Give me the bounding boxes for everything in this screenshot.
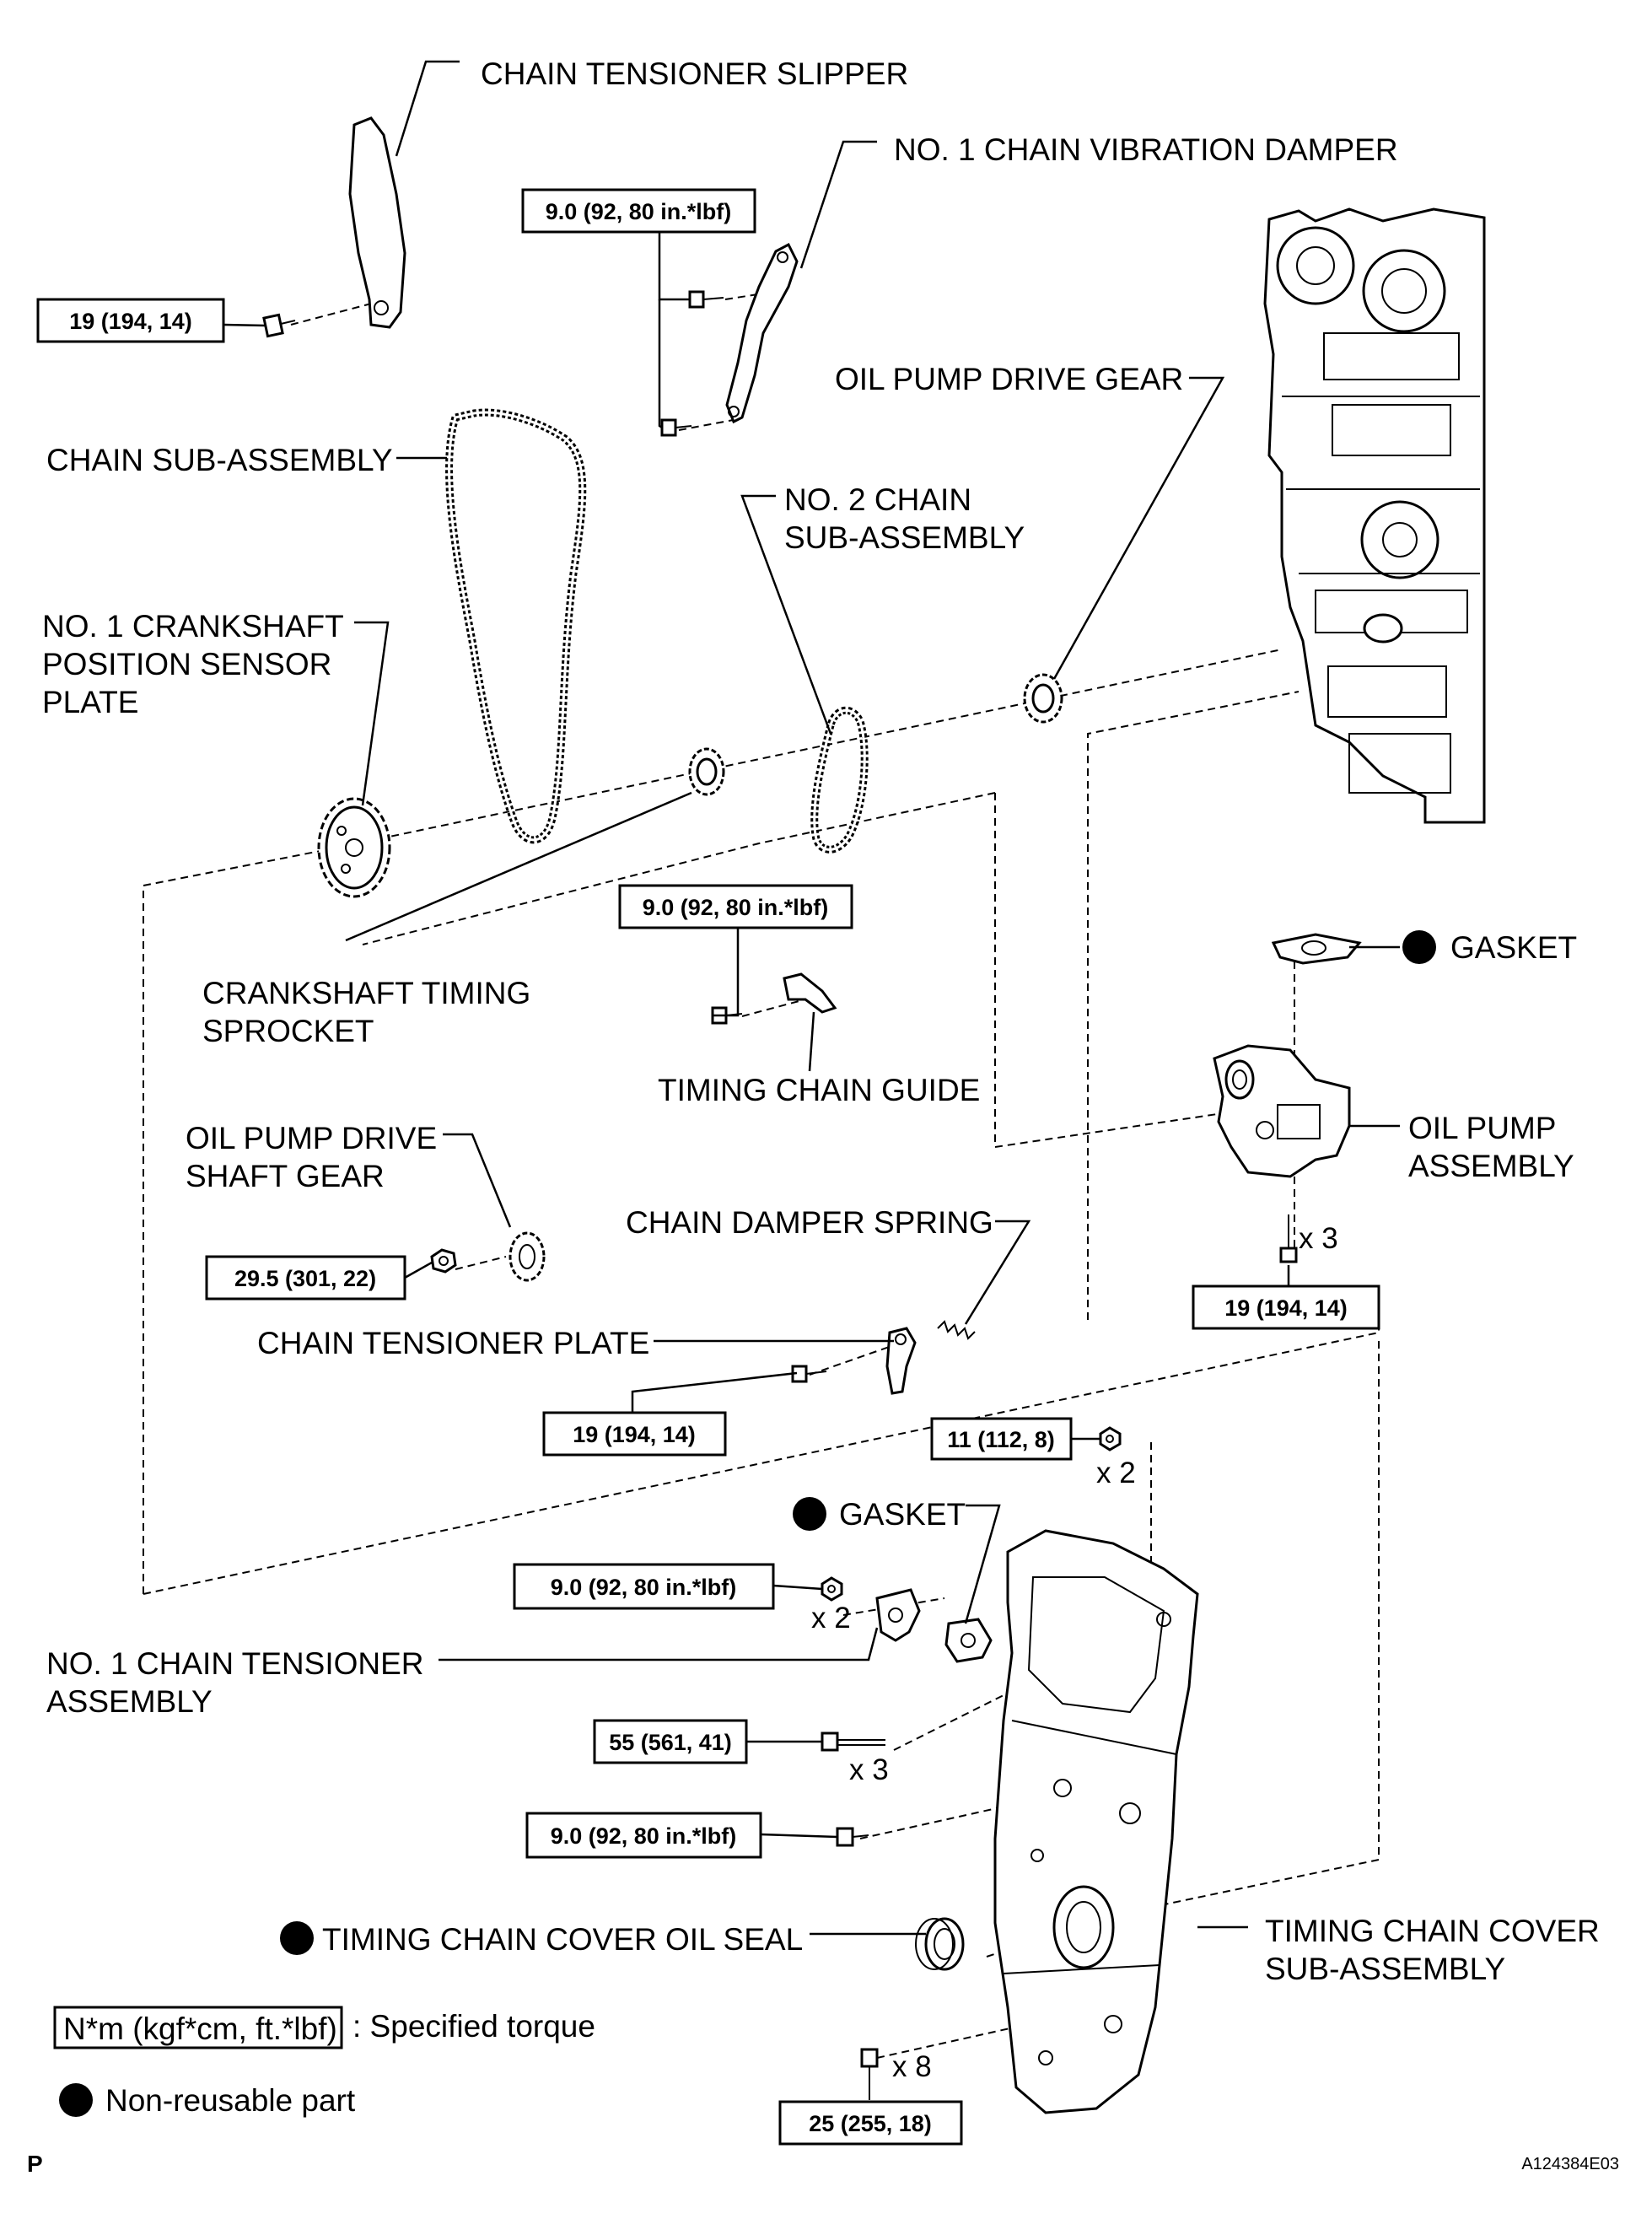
oil-pump-assembly — [1213, 1044, 1351, 1178]
label-crank-sensor-line2: POSITION SENSOR — [42, 647, 331, 681]
label-oil-pump-line2: ASSEMBLY — [1408, 1149, 1574, 1183]
torque-box-cover-nuts: 11 (112, 8) — [930, 1417, 1073, 1461]
nonreusable-marker-gasket-mid — [793, 1497, 826, 1531]
torque-box-damper: 9.0 (92, 80 in.*lbf) — [521, 188, 756, 234]
label-chain-sub-assembly: CHAIN SUB-ASSEMBLY — [46, 443, 393, 477]
label-oil-pump-line1: OIL PUMP — [1408, 1111, 1556, 1145]
label-chain-tensioner-plate: CHAIN TENSIONER PLATE — [257, 1326, 649, 1360]
label-oil-pump-drive-gear: OIL PUMP DRIVE GEAR — [835, 362, 1183, 396]
label-oil-seal: TIMING CHAIN COVER OIL SEAL — [322, 1922, 803, 1957]
label-no1-tensioner-line1: NO. 1 CHAIN TENSIONER — [46, 1646, 424, 1681]
torque-box-guide: 9.0 (92, 80 in.*lbf) — [618, 884, 853, 929]
svg-text:19 (194, 14): 19 (194, 14) — [573, 1422, 696, 1447]
label-crank-sensor-line1: NO. 1 CRANKSHAFT — [42, 609, 344, 644]
svg-text:19 (194, 14): 19 (194, 14) — [1224, 1295, 1348, 1321]
label-gasket-mid: GASKET — [839, 1497, 966, 1532]
torque-box-oil-pump: 19 (194, 14) — [1192, 1284, 1380, 1330]
qty-cover-bolts-25: x 8 — [892, 2050, 932, 2083]
chain-damper-spring — [937, 1320, 976, 1340]
oil-pump-bolt — [1279, 1214, 1298, 1263]
torque-box-cover-bolts-55: 55 (561, 41) — [593, 1719, 748, 1764]
label-crank-sprocket-line2: SPROCKET — [202, 1014, 374, 1048]
torque-box-slipper: 19 (194, 14) — [36, 298, 225, 343]
engine-block — [1263, 207, 1486, 824]
svg-text:9.0 (92, 80 in.*lbf): 9.0 (92, 80 in.*lbf) — [546, 199, 732, 224]
cover-bolt-55 — [821, 1731, 885, 1752]
label-crank-sensor-line3: PLATE — [42, 685, 138, 719]
chain-tensioner-slipper — [348, 116, 406, 329]
page-code: P — [27, 2151, 43, 2177]
svg-text:25 (255, 18): 25 (255, 18) — [809, 2111, 932, 2136]
no1-chain-tensioner-assembly — [875, 1588, 921, 1642]
legend-torque-unit: N*m (kgf*cm, ft.*lbf) — [63, 2012, 337, 2046]
svg-text:9.0 (92, 80 in.*lbf): 9.0 (92, 80 in.*lbf) — [643, 895, 829, 920]
label-no1-chain-vibration-damper: NO. 1 CHAIN VIBRATION DAMPER — [894, 132, 1398, 167]
legend-nonreusable: Non-reusable part — [59, 2083, 356, 2118]
label-crank-sprocket-line1: CRANKSHAFT TIMING — [202, 976, 530, 1010]
oil-pump-drive-gear — [1023, 673, 1063, 724]
svg-text:9.0 (92, 80 in.*lbf): 9.0 (92, 80 in.*lbf) — [551, 1575, 737, 1600]
chain-tensioner-plate — [791, 1327, 917, 1395]
label-no2-chain-line2: SUB-ASSEMBLY — [784, 520, 1025, 555]
shaft-gear-nut — [430, 1248, 457, 1274]
svg-text:19 (194, 14): 19 (194, 14) — [69, 309, 192, 334]
tensioner-nut — [821, 1576, 843, 1602]
timing-chain-cover-sub-assembly — [993, 1529, 1199, 2114]
torque-box-cover-bolt-9: 9.0 (92, 80 in.*lbf) — [525, 1812, 762, 1859]
label-cover-line2: SUB-ASSEMBLY — [1265, 1952, 1505, 1986]
timing-chain-cover-oil-seal — [915, 1917, 965, 1971]
nonreusable-marker-oil-seal — [280, 1921, 314, 1955]
label-cover-line1: TIMING CHAIN COVER — [1265, 1914, 1600, 1948]
label-chain-damper-spring: CHAIN DAMPER SPRING — [626, 1205, 993, 1240]
no2-chain-sub-assembly — [810, 707, 869, 854]
nonreusable-marker-legend — [59, 2083, 93, 2117]
figure-id: A124384E03 — [1521, 2155, 1619, 2173]
crankshaft-timing-sprocket — [688, 747, 725, 796]
torque-box-tensioner-nuts: 9.0 (92, 80 in.*lbf) — [513, 1563, 775, 1610]
qty-oil-pump-bolts: x 3 — [1299, 1222, 1338, 1255]
label-oil-pump-shaft-line1: OIL PUMP DRIVE — [186, 1121, 437, 1155]
legend-nonreusable-desc: Non-reusable part — [105, 2083, 356, 2118]
chain-sub-assembly — [445, 408, 587, 844]
oil-pump-gasket — [1271, 933, 1362, 965]
slipper-bolt — [262, 313, 296, 338]
torque-box-tensioner-plate: 19 (194, 14) — [542, 1411, 727, 1457]
legend-specified-torque: N*m (kgf*cm, ft.*lbf) : Specified torque — [53, 2006, 595, 2049]
tensioner-gasket — [944, 1618, 993, 1663]
leader-lines — [223, 60, 1400, 1936]
oil-pump-drive-shaft-gear — [509, 1231, 546, 1282]
label-chain-tensioner-slipper: CHAIN TENSIONER SLIPPER — [481, 57, 908, 91]
label-timing-chain-guide: TIMING CHAIN GUIDE — [658, 1073, 980, 1107]
svg-text:9.0 (92, 80 in.*lbf): 9.0 (92, 80 in.*lbf) — [551, 1823, 737, 1849]
nonreusable-marker-gasket-top — [1402, 930, 1436, 964]
no1-chain-vibration-damper — [725, 242, 799, 424]
label-gasket-top: GASKET — [1450, 930, 1577, 965]
svg-text:55 (561, 41): 55 (561, 41) — [609, 1730, 732, 1755]
cover-nut — [1099, 1426, 1122, 1451]
label-no1-tensioner-line2: ASSEMBLY — [46, 1684, 213, 1719]
crankshaft-position-sensor-plate — [317, 797, 391, 898]
svg-text:11 (112, 8): 11 (112, 8) — [947, 1427, 1055, 1452]
qty-tensioner-nuts: x 2 — [811, 1602, 851, 1635]
qty-cover-bolts-55: x 3 — [849, 1753, 889, 1786]
torque-box-cover-bolts-25: 25 (255, 18) — [778, 2100, 963, 2146]
cover-bolt-25 — [860, 2048, 879, 2100]
legend-torque-desc: : Specified torque — [352, 2009, 595, 2044]
qty-cover-nuts: x 2 — [1096, 1457, 1136, 1489]
svg-text:29.5 (301, 22): 29.5 (301, 22) — [234, 1266, 376, 1291]
label-no2-chain-line1: NO. 2 CHAIN — [784, 482, 971, 517]
damper-bolts — [660, 290, 724, 437]
label-oil-pump-shaft-line2: SHAFT GEAR — [186, 1159, 385, 1193]
torque-box-shaft-gear: 29.5 (301, 22) — [205, 1255, 406, 1301]
